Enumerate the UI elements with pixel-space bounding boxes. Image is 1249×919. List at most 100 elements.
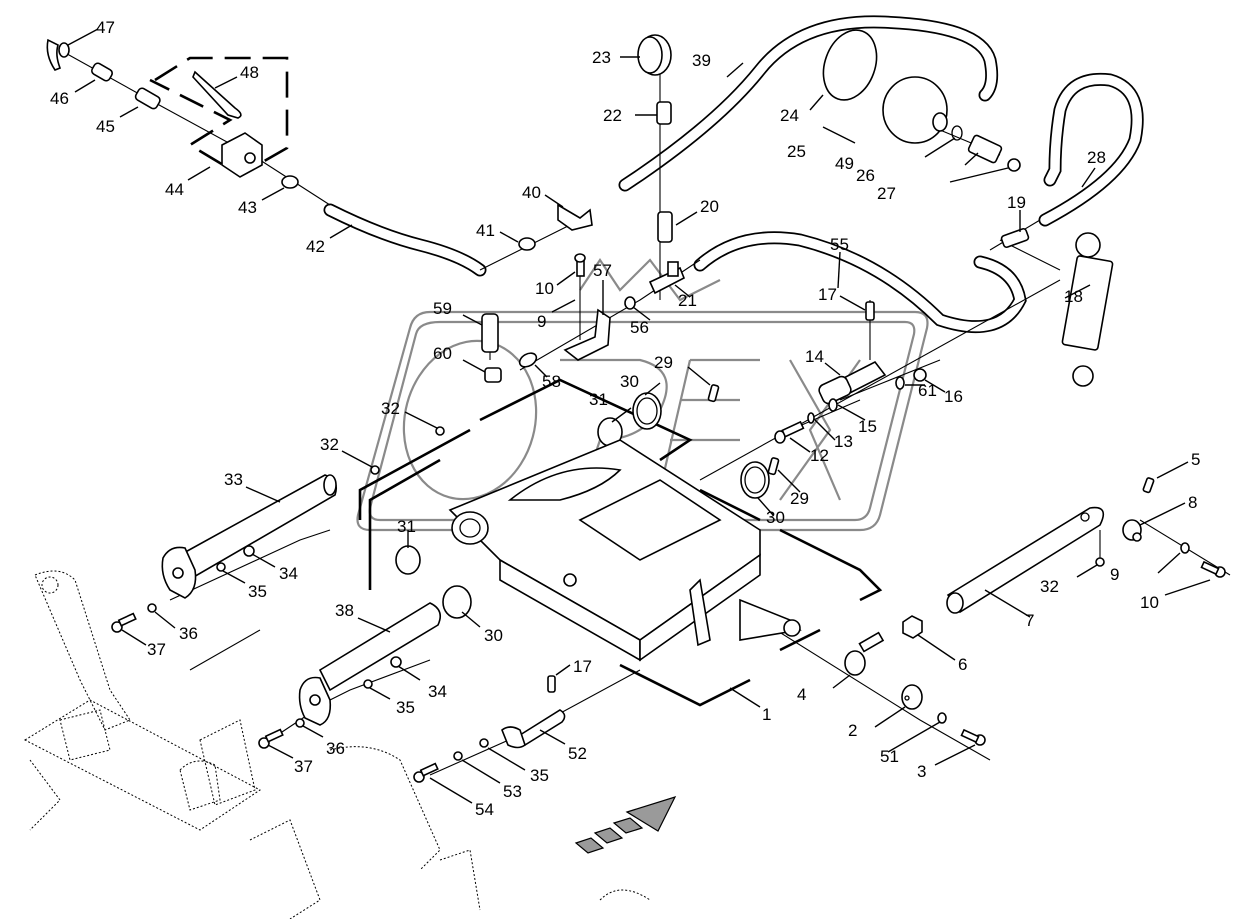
callout-37[interactable]: 37 [294,757,313,776]
callout-12[interactable]: 12 [810,446,829,465]
callout-43[interactable]: 43 [238,198,257,217]
callout-35[interactable]: 35 [530,766,549,785]
callout-17[interactable]: 17 [818,285,837,304]
callout-36[interactable]: 36 [326,739,345,758]
part-4-rod-end [844,631,885,676]
callout-16[interactable]: 16 [944,387,963,406]
hose-55 [693,231,1027,334]
callout-36[interactable]: 36 [179,624,198,643]
callout-24[interactable]: 24 [780,106,799,125]
callout-39[interactable]: 39 [692,51,711,70]
callout-41[interactable]: 41 [476,221,495,240]
callout-27[interactable]: 27 [877,184,896,203]
callout-45[interactable]: 45 [96,117,115,136]
callout-20[interactable]: 20 [700,197,719,216]
callout-60[interactable]: 60 [433,344,452,363]
callout-10[interactable]: 10 [1140,593,1159,612]
callout-13[interactable]: 13 [834,432,853,451]
callout-10[interactable]: 10 [535,279,554,298]
callout-49[interactable]: 49 [835,154,854,173]
callout-33[interactable]: 33 [224,470,243,489]
callout-56[interactable]: 56 [630,318,649,337]
callout-40[interactable]: 40 [522,183,541,202]
part-16-nut [913,368,927,382]
callout-18[interactable]: 18 [1064,287,1083,306]
callout-46[interactable]: 46 [50,89,69,108]
callout-31[interactable]: 31 [397,517,416,536]
callout-9[interactable]: 9 [537,312,546,331]
callout-15[interactable]: 15 [858,417,877,436]
callout-55[interactable]: 55 [830,235,849,254]
part-17-pin-b [547,675,556,693]
callout-19[interactable]: 19 [1007,193,1026,212]
part-10-bolt [574,253,586,277]
callout-28[interactable]: 28 [1087,148,1106,167]
callout-22[interactable]: 22 [603,106,622,125]
callout-52[interactable]: 52 [568,744,587,763]
callout-48[interactable]: 48 [240,63,259,82]
callout-61[interactable]: 61 [918,381,937,400]
part-8-bushing [1122,519,1142,542]
part-30-ring-b [740,461,770,499]
callout-59[interactable]: 59 [433,299,452,318]
callout-3[interactable]: 3 [917,762,926,781]
part-36-washer [147,603,157,613]
callout-38[interactable]: 38 [335,601,354,620]
part-33-pivot-pin [161,474,338,599]
callout-14[interactable]: 14 [805,347,824,366]
callout-32[interactable]: 32 [1040,577,1059,596]
callout-26[interactable]: 26 [856,166,875,185]
callout-47[interactable]: 47 [96,18,115,37]
callout-30[interactable]: 30 [620,372,639,391]
callout-51[interactable]: 51 [880,747,899,766]
callout-31[interactable]: 31 [589,390,608,409]
callout-42[interactable]: 42 [306,237,325,256]
callout-58[interactable]: 58 [542,372,561,391]
part-46-fitting [91,62,113,82]
callout-35[interactable]: 35 [248,582,267,601]
callout-21[interactable]: 21 [678,291,697,310]
callout-53[interactable]: 53 [503,782,522,801]
callout-37[interactable]: 37 [147,640,166,659]
part-51-washer [937,712,947,724]
callout-29[interactable]: 29 [790,489,809,508]
callout-9[interactable]: 9 [1110,565,1119,584]
callout-5[interactable]: 5 [1191,450,1200,469]
part-7-lever-arm [946,506,1105,614]
part-58-nipple [518,352,538,368]
part-36-washer-b [295,718,305,728]
part-25-accumulator [882,76,948,144]
callout-17[interactable]: 17 [573,657,592,676]
callout-1[interactable]: 1 [762,705,771,724]
part-19-tee [1000,227,1030,249]
callout-34[interactable]: 34 [279,564,298,583]
callout-23[interactable]: 23 [592,48,611,67]
part-48-lever [192,70,242,119]
callout-6[interactable]: 6 [958,655,967,674]
callout-35[interactable]: 35 [396,698,415,717]
part-37-bolt [111,612,137,633]
part-32-grease-nipple [435,426,445,436]
callout-32[interactable]: 32 [320,435,339,454]
callout-32[interactable]: 32 [381,399,400,418]
callout-44[interactable]: 44 [165,180,184,199]
part-59-sensor [481,313,499,353]
part-40-elbow [557,203,593,231]
callout-25[interactable]: 25 [787,142,806,161]
part-37-bolt-b [258,728,284,749]
callout-4[interactable]: 4 [797,685,806,704]
callout-34[interactable]: 34 [428,682,447,701]
callout-2[interactable]: 2 [848,721,857,740]
part-32-grease-nipple-b [370,465,380,475]
part-44-valve-block [221,132,263,178]
callout-labels: 47 46 45 48 44 43 42 41 40 23 22 39 24 2… [50,18,1200,819]
callout-8[interactable]: 8 [1188,493,1197,512]
callout-54[interactable]: 54 [475,800,494,819]
callout-29[interactable]: 29 [654,353,673,372]
part-20-union [657,211,673,243]
callout-30[interactable]: 30 [484,626,503,645]
callout-7[interactable]: 7 [1025,611,1034,630]
callout-57[interactable]: 57 [593,261,612,280]
callout-30[interactable]: 30 [766,508,785,527]
